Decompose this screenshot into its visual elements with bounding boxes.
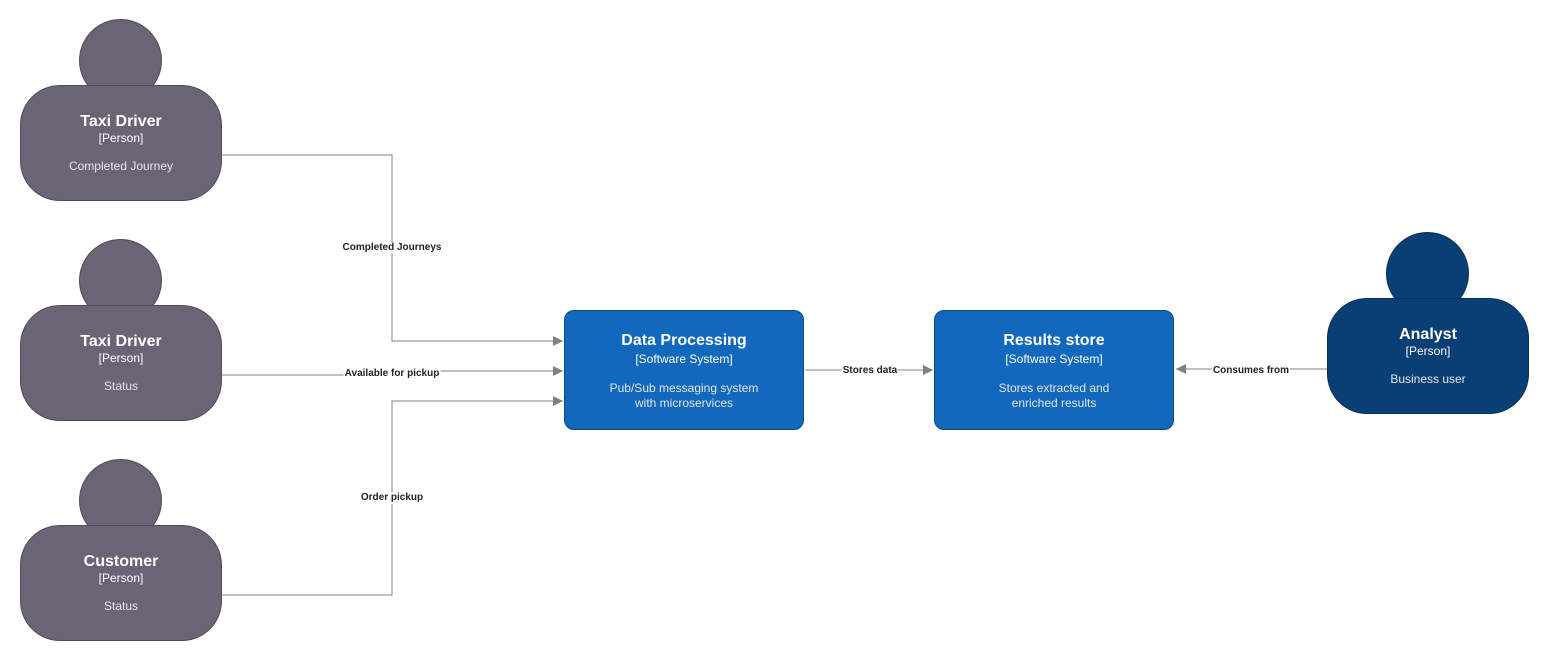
system-description: Stores extracted and enriched results — [998, 381, 1110, 410]
person-description: Business user — [1390, 372, 1466, 386]
person-type: [Person] — [98, 351, 144, 365]
system-type: [Software System] — [635, 352, 733, 366]
system-type: [Software System] — [1005, 352, 1103, 366]
edge-label-consumes-from: Consumes from — [1211, 365, 1291, 377]
person-analyst[interactable]: Analyst [Person] Business user — [1327, 232, 1529, 414]
person-description: Status — [103, 599, 139, 613]
person-taxi-driver-status[interactable]: Taxi Driver [Person] Status — [20, 239, 222, 421]
person-description: Completed Journey — [68, 159, 174, 173]
person-type: [Person] — [98, 571, 144, 585]
person-title: Analyst — [1399, 326, 1457, 343]
person-customer[interactable]: Customer [Person] Status — [20, 459, 222, 641]
person-type: [Person] — [1405, 344, 1451, 358]
person-title: Taxi Driver — [80, 113, 162, 130]
system-results-store[interactable]: Results store [Software System] Stores e… — [934, 310, 1174, 430]
person-body-shape: Analyst [Person] Business user — [1327, 298, 1529, 414]
person-description: Status — [103, 379, 139, 393]
edge-label-stores-data: Stores data — [841, 365, 899, 377]
edge-label-order-pickup: Order pickup — [359, 492, 425, 504]
person-body-shape: Customer [Person] Status — [20, 525, 222, 641]
person-title: Taxi Driver — [80, 333, 162, 350]
system-title: Results store — [1003, 332, 1105, 349]
edge-label-available-for-pickup: Available for pickup — [343, 368, 441, 380]
edge-label-completed-journeys: Completed Journeys — [341, 242, 443, 254]
system-description: Pub/Sub messaging system with microservi… — [609, 381, 759, 410]
person-taxi-driver-completed[interactable]: Taxi Driver [Person] Completed Journey — [20, 19, 222, 201]
person-type: [Person] — [98, 131, 144, 145]
person-title: Customer — [83, 553, 159, 570]
system-data-processing[interactable]: Data Processing [Software System] Pub/Su… — [564, 310, 804, 430]
person-body-shape: Taxi Driver [Person] Status — [20, 305, 222, 421]
person-body-shape: Taxi Driver [Person] Completed Journey — [20, 85, 222, 201]
system-title: Data Processing — [621, 332, 747, 349]
